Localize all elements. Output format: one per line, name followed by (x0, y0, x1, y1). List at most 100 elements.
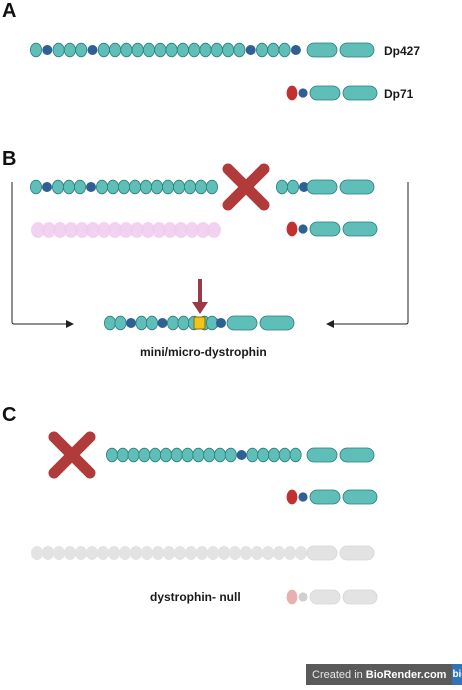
panel-c-rod-spectrin-repeat (181, 447, 194, 463)
absent-protein-repeat (64, 222, 78, 238)
dp427-c-terminal-domain (339, 42, 375, 58)
dp71-b-c-terminal-domain (342, 221, 378, 237)
deletion-cross-c (48, 431, 96, 479)
panel-c-rod-spectrin-repeat (224, 447, 237, 463)
dp71-b-n-terminal (286, 221, 298, 237)
deletion-cross-b (222, 163, 270, 211)
mini-dystrophin-c-terminal-domain (259, 315, 295, 331)
null-repeat (196, 546, 208, 560)
panel-c-rod-spectrin-repeat (106, 447, 119, 463)
label-dp427: Dp427 (384, 44, 421, 58)
left-bracket-line (11, 182, 70, 325)
dmd-truncated-spectrin-repeat (107, 179, 120, 195)
dmd-distal-c-terminal-domain (339, 179, 375, 195)
dp427-spectrin-repeat (267, 42, 280, 58)
dp427-hinge (290, 45, 301, 56)
dmd-truncated-spectrin-repeat (63, 179, 76, 195)
label-dp71: Dp71 (384, 87, 414, 101)
panel-label-a: A (2, 0, 17, 22)
absent-protein-repeat (152, 222, 166, 238)
absent-protein-repeat (185, 222, 199, 238)
dp427-spectrin-repeat (188, 42, 201, 58)
dp427-spectrin-repeat (142, 42, 155, 58)
dp427-spectrin-repeat (120, 42, 133, 58)
panel-label-c: C (2, 404, 17, 426)
dp427-spectrin-repeat (154, 42, 167, 58)
dmd-distal-cys-rich-domain (306, 179, 338, 195)
dp71-b-hinge (298, 224, 308, 234)
panel-c-rod-spectrin-repeat (159, 447, 172, 463)
null-repeat (53, 546, 65, 560)
null-repeat (64, 546, 76, 560)
null-repeat (119, 546, 131, 560)
dp71-c-c-terminal-domain (342, 489, 378, 505)
mini-dystrophin-tail-hinge (215, 317, 226, 328)
dp427-spectrin-repeat (210, 42, 223, 58)
null-repeat (163, 546, 175, 560)
badge-logo: bio (452, 664, 462, 685)
dp71-c-hinge (298, 492, 308, 502)
panel-c-rod-spectrin-repeat (170, 447, 183, 463)
dmd-truncated-spectrin-repeat (139, 179, 152, 195)
mini-dystrophin-hinge (126, 317, 137, 328)
dmd-truncated-spectrin-repeat (74, 179, 87, 195)
dp427-hinge (245, 45, 256, 56)
dp71-c-cys-rich-domain (309, 489, 341, 505)
dp427-spectrin-repeat (278, 42, 291, 58)
dmd-truncated-spectrin-repeat (128, 179, 141, 195)
dmd-truncated-spectrin-repeat (172, 179, 185, 195)
dp427-spectrin-repeat (109, 42, 122, 58)
dmd-distal-spectrin-repeat (275, 179, 288, 195)
null-repeat (31, 546, 43, 560)
dmd-truncated-spectrin-repeat (205, 179, 218, 195)
panel-c-rod-spectrin-repeat (116, 447, 129, 463)
absent-protein-repeat (97, 222, 111, 238)
mini-dystrophin-spectrin-repeat (177, 315, 190, 331)
absent-protein-repeat (42, 222, 56, 238)
absent-protein-repeat (119, 222, 133, 238)
dp427-hinge (42, 45, 53, 56)
dp427-spectrin-repeat (97, 42, 110, 58)
dp427-spectrin-repeat (176, 42, 189, 58)
null-repeat (185, 546, 197, 560)
dmd-truncated-spectrin-repeat (96, 179, 109, 195)
panel-c-rod-spectrin-repeat (267, 447, 280, 463)
null-repeat (141, 546, 153, 560)
panel-c-rod-spectrin-repeat (278, 447, 291, 463)
absent-protein-repeat (163, 222, 177, 238)
badge-text: Created in BioRender.com (306, 664, 453, 685)
dmd-truncated-spectrin-repeat (118, 179, 131, 195)
absent-protein-repeat (196, 222, 210, 238)
null-dp71-hinge (298, 592, 308, 602)
mini-dystrophin-spectrin-repeat (135, 315, 148, 331)
absent-protein-repeat (130, 222, 144, 238)
dp71-c-n-terminal (286, 489, 298, 505)
deletion-cross-b-stroke (222, 163, 270, 211)
right-bracket-arrowhead (326, 320, 334, 328)
null-dp71-c-terminal-domain (342, 589, 378, 605)
null-repeat (240, 546, 252, 560)
panel-c-rod-spectrin-repeat (213, 447, 226, 463)
null-repeat (174, 546, 186, 560)
dp427-hinge (87, 45, 98, 56)
null-repeat (86, 546, 98, 560)
panel-c-rod-spectrin-repeat (203, 447, 216, 463)
mini-dystrophin-spectrin-repeat (166, 315, 179, 331)
dp427-spectrin-repeat (29, 42, 42, 58)
dp71-hinge (298, 88, 308, 98)
null-repeat (295, 546, 307, 560)
panel-c-rod-spectrin-repeat (149, 447, 162, 463)
badge-prefix: Created in (312, 668, 363, 681)
absent-protein-repeat (108, 222, 122, 238)
absent-protein-repeat (86, 222, 100, 238)
mini-dystrophin-tail-spectrin-repeat (205, 315, 218, 331)
absent-protein-repeat (53, 222, 67, 238)
deletion-cross-c-stroke (48, 431, 96, 479)
dmd-truncated-hinge (86, 181, 97, 192)
null-repeat (108, 546, 120, 560)
mini-dystrophin-cys-rich-domain (226, 315, 258, 331)
mini-dystrophin-spectrin-repeat (145, 315, 158, 331)
panel-c-rod-spectrin-repeat (246, 447, 259, 463)
